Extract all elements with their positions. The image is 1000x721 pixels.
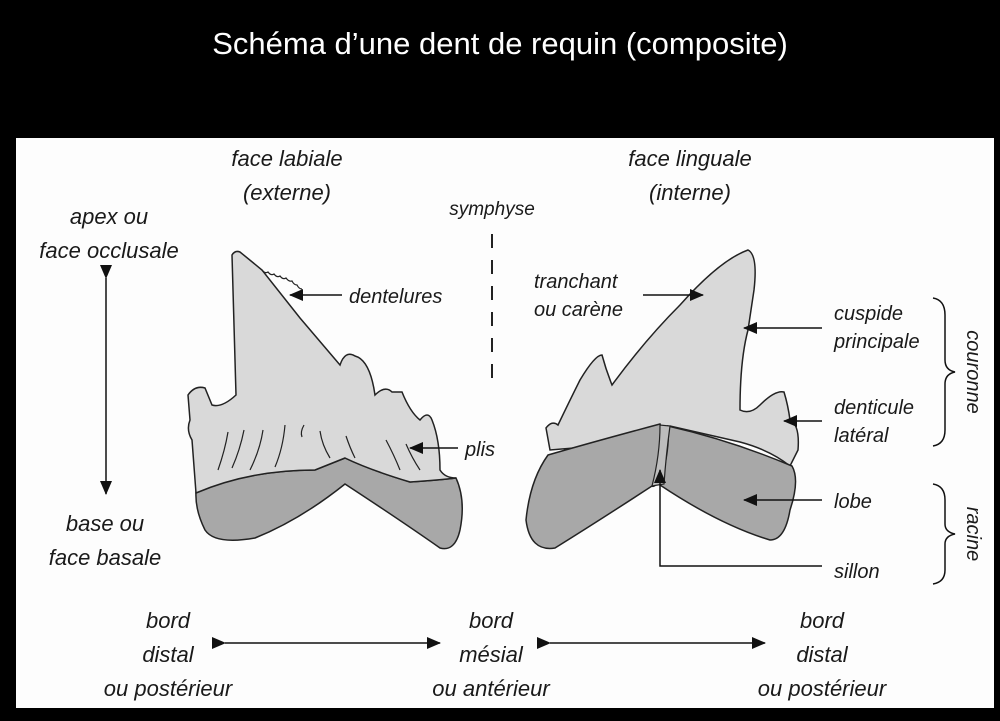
sillon-label: sillon bbox=[834, 561, 880, 583]
lateral-label: latéral bbox=[834, 425, 889, 447]
diagram-panel bbox=[16, 138, 994, 708]
racine-brace bbox=[932, 483, 956, 585]
cuspide-label: cuspide bbox=[834, 303, 903, 325]
labial-tooth bbox=[187, 250, 463, 550]
plis-label: plis bbox=[464, 439, 495, 461]
bord-distal-left-l2: distal bbox=[142, 642, 194, 667]
serrations bbox=[261, 269, 303, 290]
lingual-root-left bbox=[525, 423, 665, 550]
tranchant-label: tranchant bbox=[534, 271, 619, 293]
externe-label: (externe) bbox=[243, 180, 331, 205]
bord-mesial-l2: mésial bbox=[459, 642, 524, 667]
face-basale-label: face basale bbox=[49, 545, 162, 570]
couronne-brace bbox=[932, 297, 956, 447]
dentelures-label: dentelures bbox=[349, 286, 442, 308]
sillon-arrow bbox=[654, 469, 822, 567]
bord-distal-right-l3: ou postérieur bbox=[758, 676, 888, 701]
page-title: Schéma d’une dent de requin (composite) bbox=[212, 26, 788, 61]
labial-crown bbox=[187, 250, 457, 495]
plis-lines bbox=[217, 424, 421, 471]
principale-label: principale bbox=[833, 331, 920, 353]
apex-label: apex ou bbox=[70, 204, 148, 229]
carene-label: ou carène bbox=[534, 299, 623, 321]
racine-label: racine bbox=[962, 507, 984, 561]
base-label: base ou bbox=[66, 511, 144, 536]
face-labiale-label: face labiale bbox=[231, 146, 342, 171]
bord-mesial-l1: bord bbox=[469, 608, 514, 633]
interne-label: (interne) bbox=[649, 180, 731, 205]
lingual-tooth bbox=[525, 249, 800, 550]
lobe-label: lobe bbox=[834, 491, 872, 513]
bord-mesial-l3: ou antérieur bbox=[432, 676, 551, 701]
bord-distal-left-l3: ou postérieur bbox=[104, 676, 234, 701]
bord-distal-right-l2: distal bbox=[796, 642, 848, 667]
bord-distal-left-l1: bord bbox=[146, 608, 191, 633]
denticule-label: denticule bbox=[834, 397, 914, 419]
face-occlusale-label: face occlusale bbox=[39, 238, 178, 263]
bord-distal-right-l1: bord bbox=[800, 608, 845, 633]
face-linguale-label: face linguale bbox=[628, 146, 752, 171]
symphyse-label: symphyse bbox=[449, 199, 535, 220]
couronne-label: couronne bbox=[962, 330, 984, 413]
